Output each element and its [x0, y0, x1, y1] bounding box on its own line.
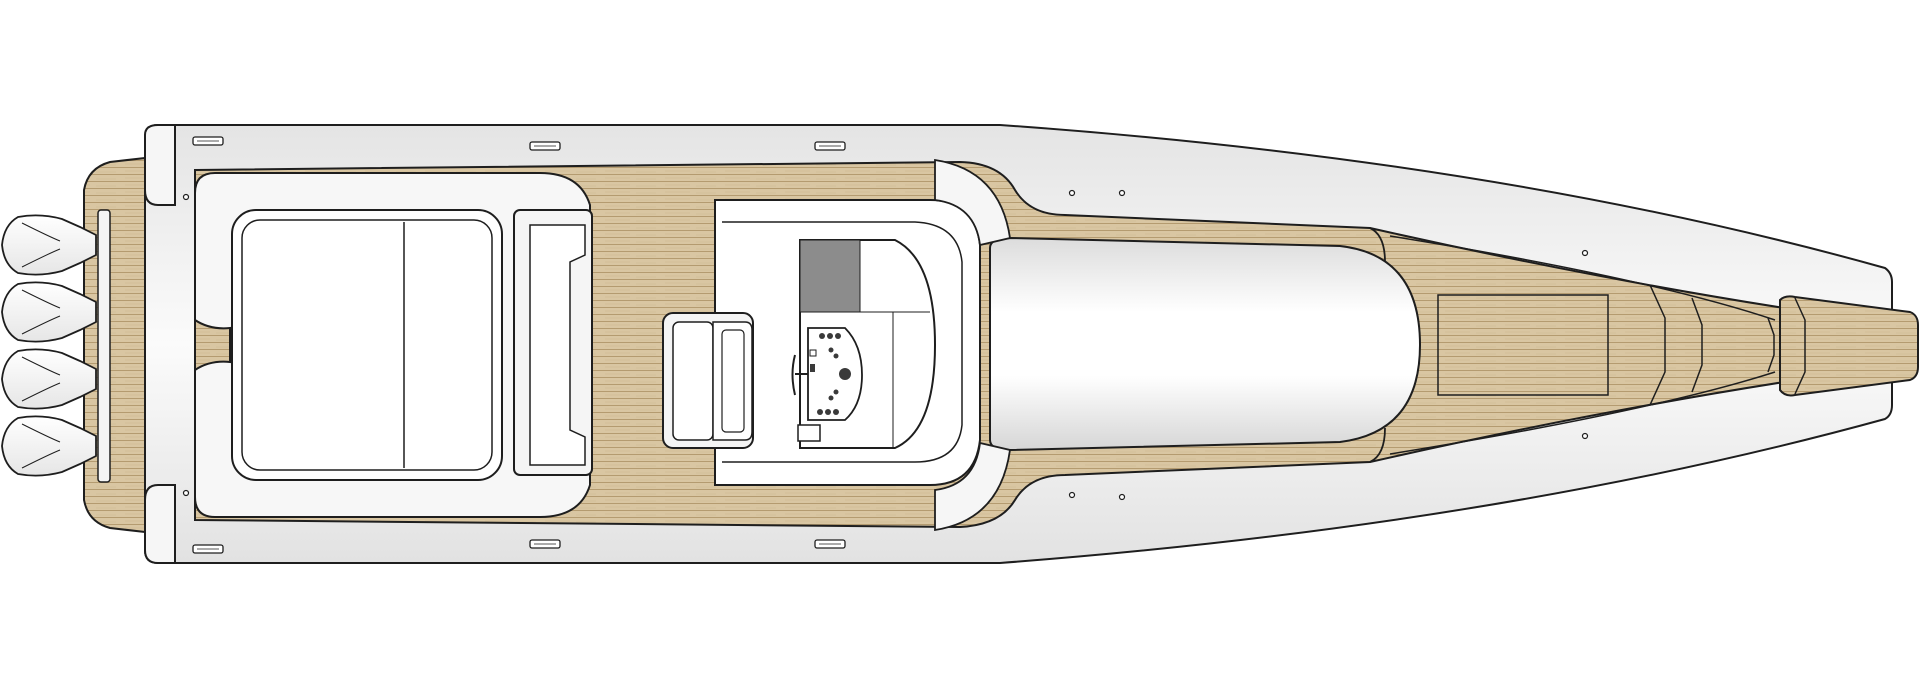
outboard-engines: [1, 214, 97, 477]
swim-platform: [83, 156, 146, 534]
dome-rim-starboard: [1369, 427, 1386, 463]
console-cooler: [797, 424, 821, 442]
steering-wheel-icon: [791, 354, 808, 396]
forward-locker-hatch: [1437, 294, 1609, 396]
outboard-engine-icon: [1, 281, 97, 343]
deck-fitting-icon: [1068, 491, 1076, 499]
helm-dashboard: [807, 327, 863, 421]
console-inner-frame: [722, 221, 963, 463]
outboard-engine-cowl-line: [21, 222, 61, 268]
throttle-icon: [809, 349, 817, 357]
deck-fitting-icon: [182, 489, 190, 497]
helm-gauge-icon: [839, 368, 851, 380]
sundeck-cushion-inner: [241, 219, 493, 471]
helm-seat-cushion: [672, 321, 714, 441]
deck-fitting-icon: [1068, 189, 1076, 197]
aft-tube-pad-port: [144, 124, 176, 206]
helm-seat-rail: [721, 329, 745, 433]
outboard-engine-cowl-line: [21, 356, 61, 402]
helm-gauge-icon: [833, 409, 839, 415]
console-screen: [799, 239, 861, 313]
deck-fitting-icon: [1118, 189, 1126, 197]
bow-pulpit: [1779, 295, 1919, 397]
bow-rail-starboard: [1389, 371, 1776, 455]
outboard-engine-cowl-line: [21, 423, 61, 469]
bow-pulpit-chevron: [1794, 297, 1806, 395]
cleat-icon: [529, 539, 561, 549]
dome-side-flare-port: [934, 158, 1012, 247]
throttle-icon: [810, 364, 815, 372]
helm-gauge-icon: [833, 353, 839, 359]
console-dome: [989, 236, 1422, 452]
helm-gauge-icon: [819, 333, 825, 339]
dome-rim-port: [1369, 227, 1386, 263]
dome-side-flare-starboard: [934, 441, 1012, 532]
outboard-engine-icon: [1, 415, 97, 477]
helm-seat-back: [712, 321, 753, 441]
helm-gauge-icon: [827, 333, 833, 339]
bow-chevron: [1649, 284, 1666, 406]
helm-gauge-icon: [833, 389, 839, 395]
helm-gauge-icon: [835, 333, 841, 339]
deck-fitting-icon: [182, 193, 190, 201]
helm-gauge-icon: [828, 347, 834, 353]
deck-fitting-icon: [1581, 249, 1589, 257]
transom-rail: [97, 209, 111, 483]
cleat-icon: [814, 141, 846, 151]
deck-fitting-icon: [1118, 493, 1126, 501]
bow-chevron: [1691, 297, 1703, 393]
outboard-engine-icon: [1, 214, 97, 276]
bow-chevron: [1767, 317, 1775, 373]
helm-gauge-icon: [817, 409, 823, 415]
outboard-engine-icon: [1, 348, 97, 410]
deck-fitting-icon: [1581, 432, 1589, 440]
helm-gauge-icon: [828, 395, 834, 401]
cleat-icon: [192, 136, 224, 146]
bow-rail-port: [1389, 235, 1776, 321]
aft-tube-pad-starboard: [144, 484, 176, 564]
cleat-icon: [192, 544, 224, 554]
outboard-engine-cowl-line: [21, 289, 61, 335]
aft-bench-seat: [529, 224, 586, 466]
cleat-icon: [529, 141, 561, 151]
helm-gauge-icon: [825, 409, 831, 415]
cleat-icon: [814, 539, 846, 549]
